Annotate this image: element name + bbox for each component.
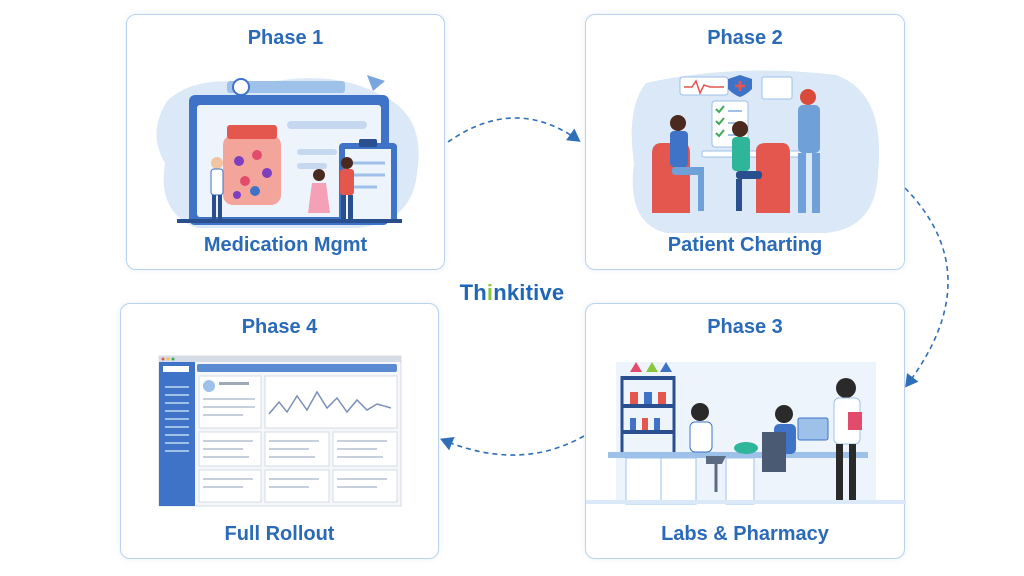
medication-illustration [156,75,419,228]
phase-3-title: Labs & Pharmacy [661,523,829,545]
labs-pharmacy-illustration [586,362,906,505]
phase-4-label: Phase 4 [241,316,318,338]
brand-logo: Thinkitive [452,280,572,306]
dashboard-screenshot-illustration [158,355,402,507]
arrow-phase1-to-phase2 [447,117,581,143]
brand-name: Thinkitive [459,280,565,305]
phase-3-card: Phase 3 Labs & Pharmacy [585,303,906,559]
phase-2-label: Phase 2 [707,27,783,49]
patient-charting-illustration [631,70,880,233]
phase-4-card: Phase 4 Full R [120,303,439,559]
arrow-phase3-to-phase4 [440,435,585,456]
phase-1-card: Phase 1 Medication Mgmt [126,14,445,270]
phase-2-title: Patient Charting [667,234,823,256]
phase-4-title: Full Rollout [224,523,335,545]
arrow-phase2-to-phase3 [904,187,949,388]
phase-3-label: Phase 3 [707,316,783,338]
phase-1-title: Medication Mgmt [203,234,368,256]
phase-1-label: Phase 1 [247,27,324,49]
phase-2-card: Phase 2 Patient Charting [585,14,905,270]
